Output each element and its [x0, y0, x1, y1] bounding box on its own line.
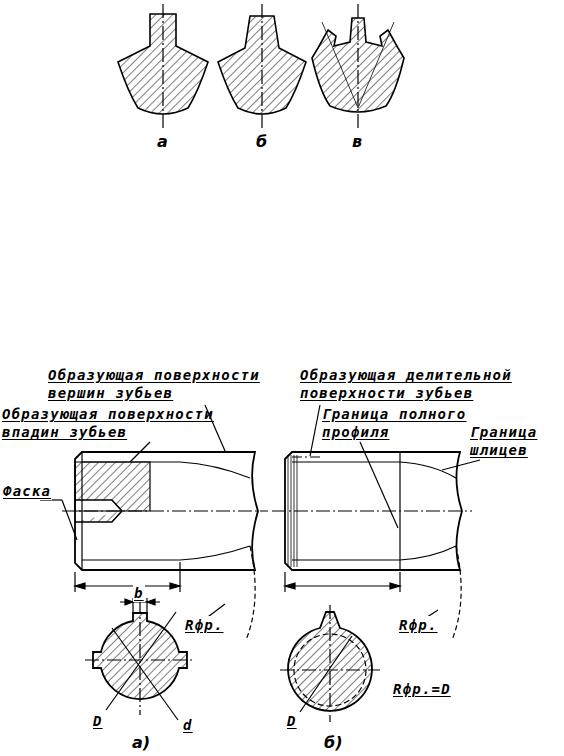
callout-text: Граница полного профиля — [322, 405, 490, 441]
callout-text: Образующая поверхности вершин зубьев — [48, 366, 280, 402]
callout-text: Образующая поверхности впадин зубьев — [2, 405, 234, 441]
figure-letter: в — [352, 133, 362, 151]
callout-text: Образующая делительной поверхности зубье… — [300, 366, 540, 402]
view-letter: а) — [132, 734, 150, 752]
figure-letter: а — [157, 133, 168, 151]
radius-label: Rфр. — [398, 616, 439, 634]
view-letter: б) — [324, 734, 342, 752]
diameter-label: d — [182, 716, 194, 734]
diameter-label: D — [286, 712, 298, 730]
diameter-label: D — [92, 712, 104, 730]
radius-label: Rфр.=D — [392, 680, 452, 698]
radius-label: Rфр. — [184, 616, 225, 634]
dimension-letter: b — [133, 584, 145, 602]
callout-text: Фаска — [2, 482, 52, 500]
figure-letter: б — [256, 133, 267, 151]
tooth-stroke — [288, 455, 289, 567]
callout-text: Граница шлицев — [470, 423, 558, 459]
